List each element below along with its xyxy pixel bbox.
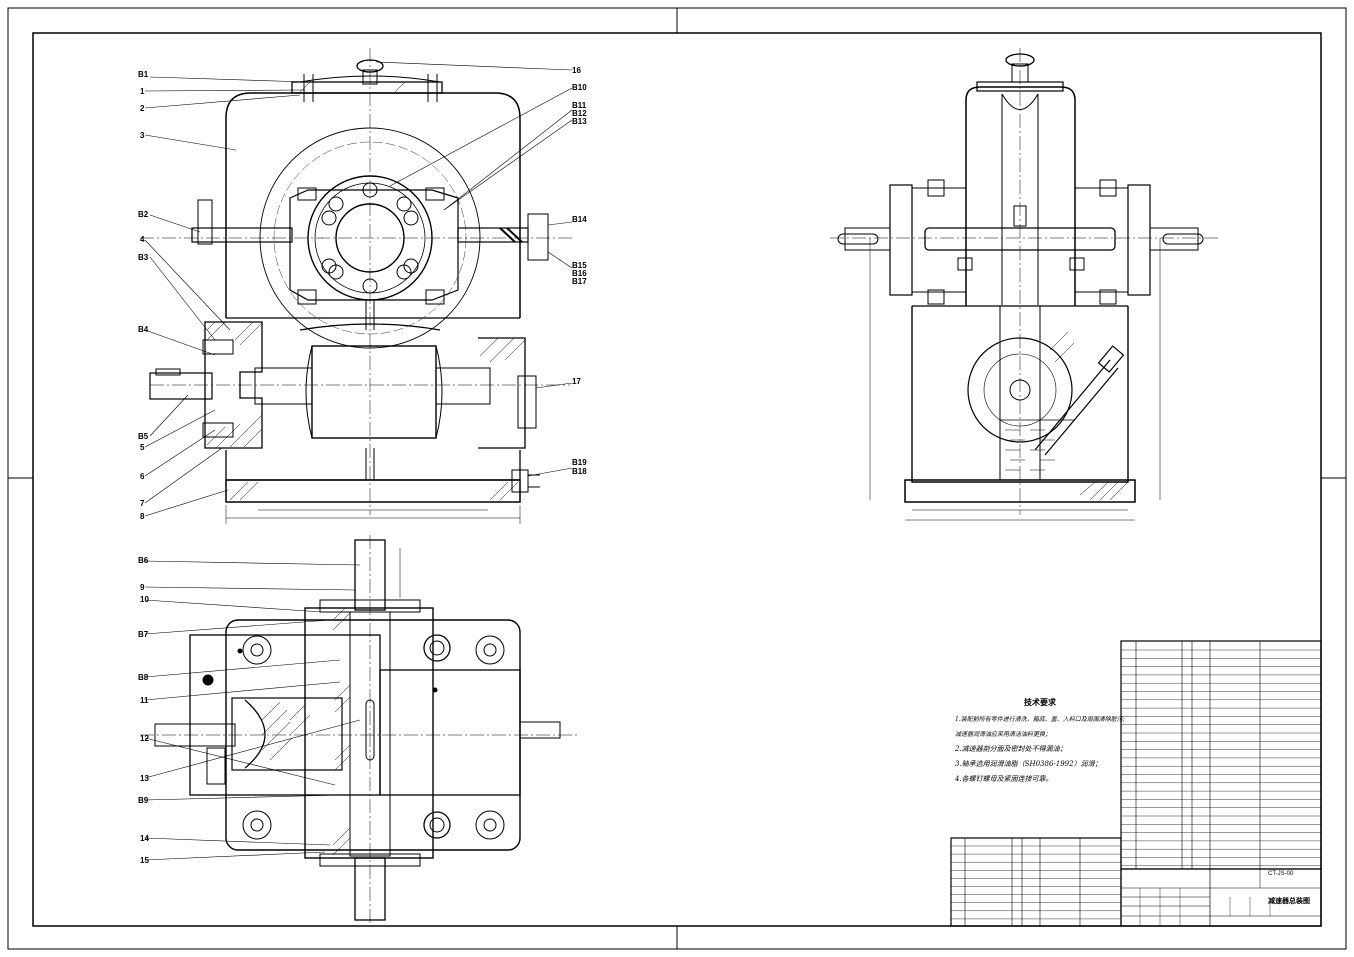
drawing-number: CT-JS-00 — [1268, 871, 1294, 877]
label-B10: B10 — [572, 83, 587, 92]
part-labels-right: 16 B10 B11 B12 B13 B14 B15 B16 B17 17 B1… — [572, 66, 587, 476]
parts-list-table — [1120, 640, 1322, 870]
label-B7: B7 — [138, 630, 149, 639]
requirement-line-3: 2.减速器剖分面及密封处不得漏油； — [955, 745, 1067, 753]
plan-view — [140, 535, 580, 925]
label-B13: B13 — [572, 117, 587, 126]
label-B1: B1 — [138, 70, 149, 79]
label-6: 6 — [140, 472, 145, 481]
leader-lines — [144, 61, 573, 861]
technical-requirements: 技术要求 1.装配前所有零件进行清洗，箱底、盖、入料口及周围清除脏污; 减速器润… — [955, 697, 1125, 787]
label-B9: B9 — [138, 796, 149, 805]
label-7: 7 — [140, 499, 145, 508]
requirement-line-4: 3.轴承选用润滑油脂（SH0386-1992）润滑； — [955, 760, 1102, 768]
label-16: 16 — [572, 66, 581, 75]
requirement-line-2: 减速器润滑油应采用清洁油料更换； — [955, 731, 1052, 738]
label-B19: B19 — [572, 458, 587, 467]
label-B8: B8 — [138, 673, 149, 682]
label-B16: B16 — [572, 269, 587, 278]
label-3: 3 — [140, 131, 145, 140]
part-labels-plan: B6 9 10 B7 B8 11 12 13 B9 14 15 — [138, 556, 149, 865]
front-view — [140, 48, 575, 524]
sheet-frame — [7, 7, 1347, 950]
label-B14: B14 — [572, 215, 587, 224]
label-12: 12 — [140, 734, 149, 743]
label-10: 10 — [140, 595, 149, 604]
parts-list-rows — [1121, 649, 1321, 866]
label-B3: B3 — [138, 253, 149, 262]
label-14: 14 — [140, 834, 149, 843]
label-B4: B4 — [138, 325, 149, 334]
label-B11: B11 — [572, 101, 587, 110]
label-8: 8 — [140, 512, 145, 521]
section-hatching-plan — [261, 607, 351, 856]
label-11: 11 — [140, 696, 149, 705]
label-B2: B2 — [138, 210, 149, 219]
label-4: 4 — [140, 235, 145, 244]
requirement-line-1: 1.装配前所有零件进行清洗，箱底、盖、入料口及周围清除脏污; — [955, 716, 1125, 723]
bolt-list-table — [950, 837, 1122, 927]
label-2: 2 — [140, 104, 145, 113]
title-block — [1120, 868, 1322, 927]
label-B17: B17 — [572, 277, 587, 286]
label-15: 15 — [140, 856, 149, 865]
bolt-list-rows — [951, 845, 1121, 920]
side-view — [830, 48, 1220, 521]
label-B12: B12 — [572, 109, 587, 118]
section-hatching-front — [206, 81, 526, 501]
label-5: 5 — [140, 443, 145, 452]
label-B5: B5 — [138, 432, 149, 441]
part-labels-left: B1 1 2 3 B2 4 B3 B4 B5 5 6 7 8 — [138, 70, 149, 521]
technical-requirements-title: 技术要求 — [1024, 697, 1056, 707]
label-B15: B15 — [572, 261, 587, 270]
label-1: 1 — [140, 87, 145, 96]
label-13: 13 — [140, 774, 149, 783]
label-B6: B6 — [138, 556, 149, 565]
drawing-name: 减速器总装图 — [1268, 898, 1310, 905]
label-B18: B18 — [572, 467, 587, 476]
label-17: 17 — [572, 377, 581, 386]
requirement-line-5: 4.各螺钉螺母及紧固连接可靠。 — [955, 775, 1053, 783]
oil-level-marks — [1005, 331, 1129, 501]
label-9: 9 — [140, 583, 145, 592]
